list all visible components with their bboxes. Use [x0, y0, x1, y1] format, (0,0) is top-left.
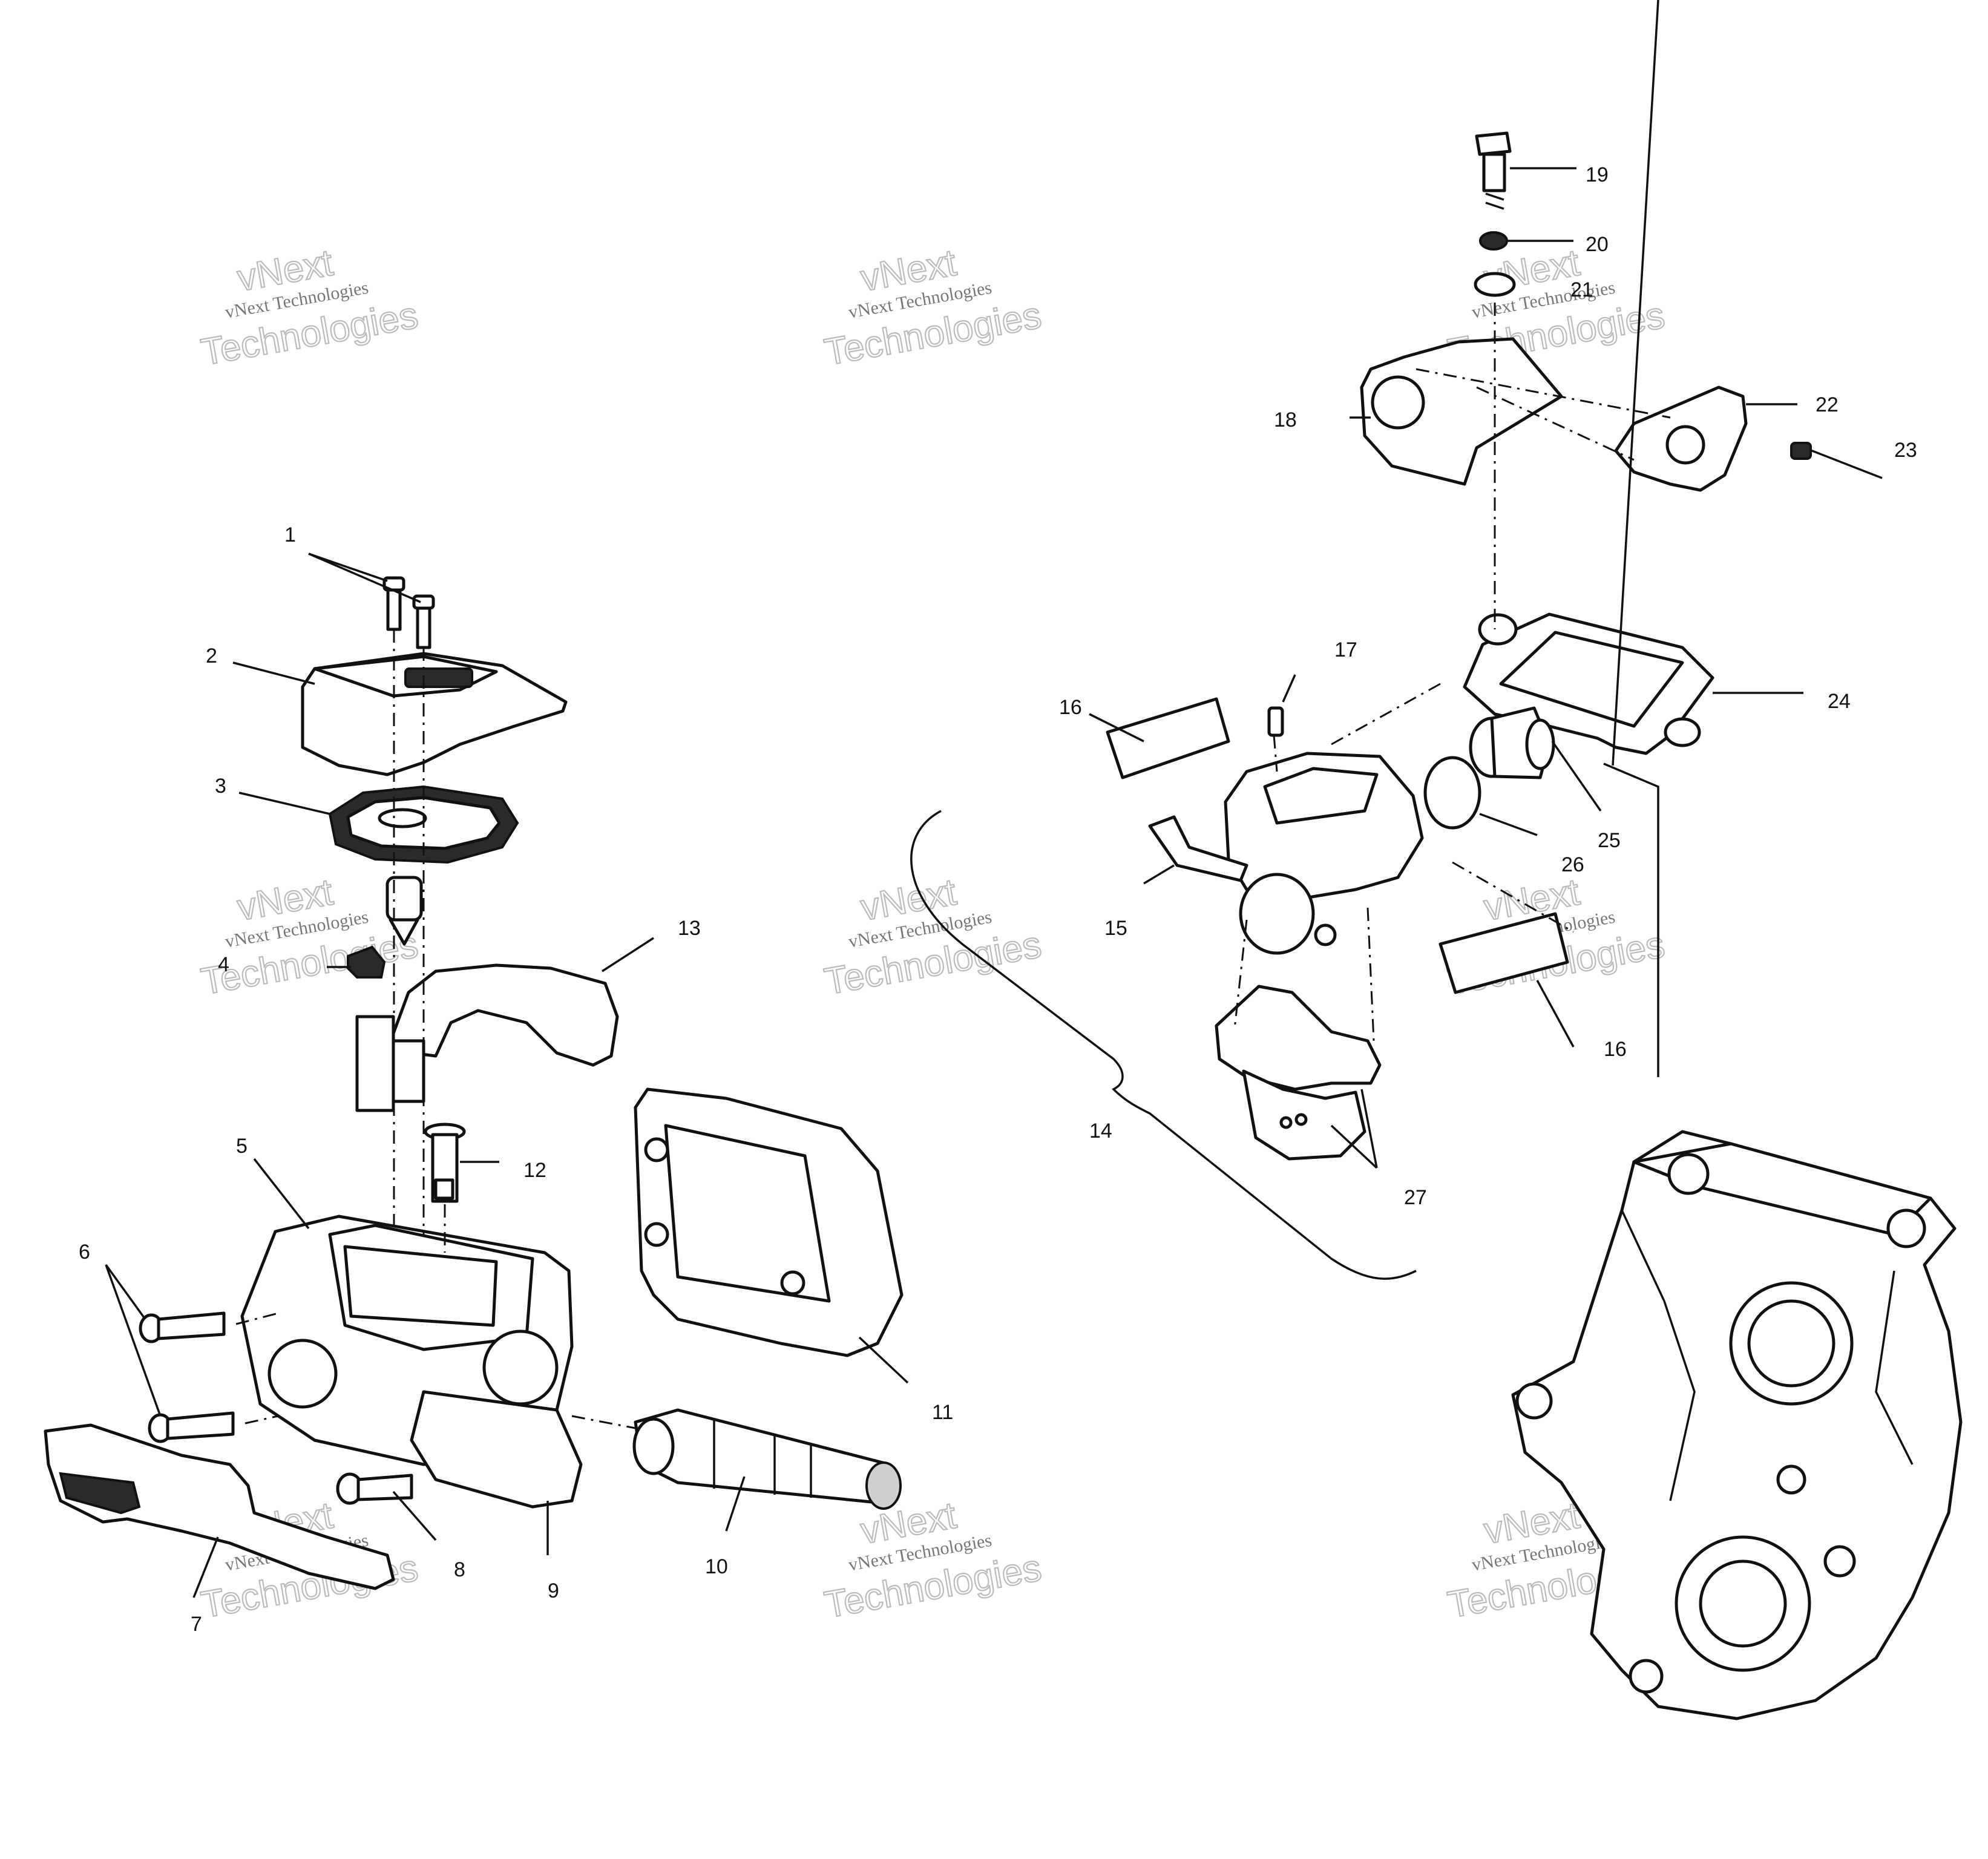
- callout-25: 25: [1598, 829, 1621, 852]
- screw-part-8: [336, 1472, 413, 1505]
- washer-part-21: [1474, 272, 1516, 297]
- throttle-lever-part-13: [355, 963, 619, 1112]
- callout-27: 27: [1404, 1186, 1427, 1209]
- piston-part-25: [1469, 706, 1555, 779]
- callout-12: 12: [523, 1159, 546, 1182]
- callout-labels: 1 2 3 4 5 6 7 8 9 10 11 12 13 14 15 16 1…: [79, 163, 1917, 1636]
- alignment-line: [1273, 735, 1278, 772]
- seal-part-26: [1423, 756, 1481, 830]
- leader-lines-left: [105, 552, 909, 1598]
- fitting-part-23: [1790, 442, 1883, 479]
- bracket-part-22: [1614, 385, 1748, 492]
- callout-14: 14: [1089, 1120, 1112, 1143]
- callout-4: 4: [218, 953, 229, 976]
- cover-part-2: [301, 652, 568, 776]
- bracket-part-18: [1360, 337, 1563, 486]
- callout-22: 22: [1816, 393, 1839, 416]
- alignment-line: [1452, 861, 1574, 933]
- screw-pair-part-6: [139, 1311, 235, 1443]
- pad-plate-part-16: [1106, 697, 1230, 779]
- callout-16a: 16: [1059, 696, 1082, 719]
- alignment-line: [244, 1415, 279, 1425]
- callout-24: 24: [1828, 690, 1851, 713]
- callout-11: 11: [932, 1401, 953, 1424]
- callout-10: 10: [705, 1555, 728, 1578]
- left-assembly: [44, 552, 909, 1598]
- callout-1: 1: [284, 523, 296, 546]
- callout-2: 2: [206, 644, 217, 667]
- callout-19: 19: [1586, 163, 1609, 186]
- brake-pads-part-27: [1215, 985, 1382, 1161]
- pin-part-12: [424, 1123, 466, 1203]
- alignment-line: [235, 1312, 279, 1325]
- alignment-line: [571, 1415, 636, 1429]
- pad-plate-part-16: [1439, 912, 1569, 994]
- caliper-part-15: [1148, 752, 1424, 955]
- callout-7: 7: [191, 1613, 202, 1636]
- callout-20: 20: [1586, 233, 1609, 256]
- bleeder-part-17: [1267, 706, 1284, 737]
- bolt-part-19: [1475, 131, 1512, 210]
- callout-5: 5: [236, 1135, 248, 1158]
- callout-16b: 16: [1604, 1038, 1627, 1061]
- alignment-line: [1331, 683, 1441, 746]
- brake-lever-part-7: [44, 1423, 395, 1590]
- callout-21: 21: [1570, 278, 1593, 301]
- screw-pair-part-1: [382, 576, 435, 649]
- callout-17: 17: [1334, 638, 1357, 661]
- housing-half-part-11: [634, 1087, 904, 1357]
- washer-part-20: [1479, 231, 1508, 251]
- alignment-line: [1476, 386, 1635, 461]
- callout-15: 15: [1104, 917, 1127, 940]
- spring-part-4: [327, 945, 386, 979]
- callout-13: 13: [678, 917, 701, 940]
- callout-6: 6: [79, 1241, 90, 1264]
- alignment-line: [1366, 907, 1375, 1041]
- callout-8: 8: [454, 1558, 465, 1581]
- bracket-brace-14: [910, 810, 1417, 1280]
- chaincase-housing: [1511, 1130, 1963, 1720]
- shaft-part-10: [632, 1408, 902, 1510]
- callout-18: 18: [1274, 408, 1297, 431]
- callout-3: 3: [215, 775, 226, 798]
- callout-9: 9: [548, 1579, 559, 1602]
- alignment-line: [1233, 919, 1248, 1029]
- leader-lines-right: [1089, 0, 1803, 1169]
- plunger: [385, 876, 423, 946]
- callout-23: 23: [1894, 439, 1917, 462]
- alignment-line: [1416, 368, 1671, 419]
- callout-26: 26: [1561, 853, 1584, 876]
- housing-part-5: [240, 1215, 583, 1509]
- right-assembly: [910, 0, 1883, 1280]
